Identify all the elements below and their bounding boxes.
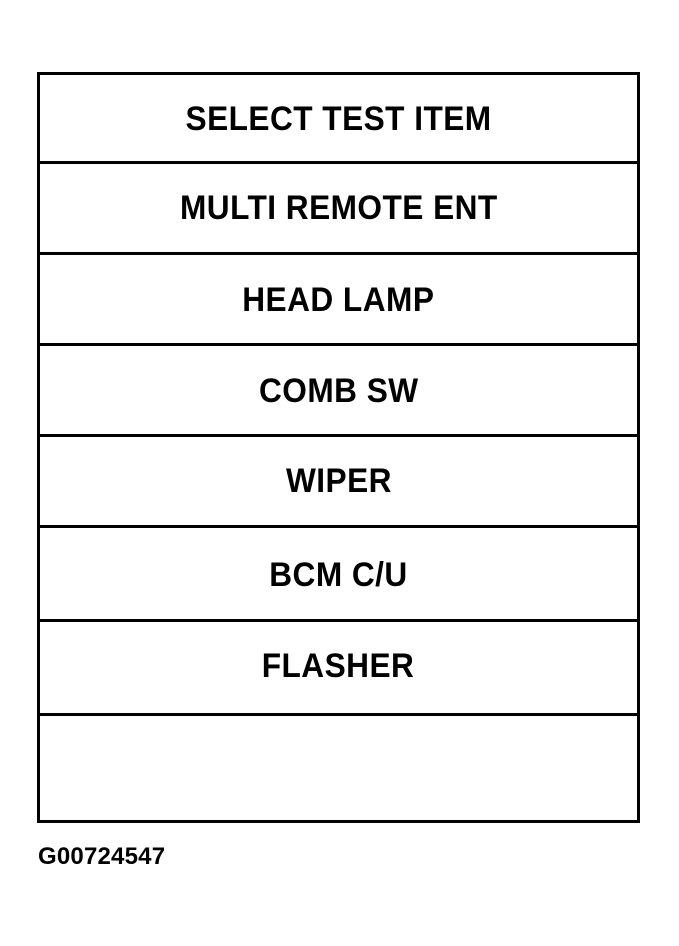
menu-item-comb-sw[interactable]: COMB SW [40, 346, 637, 437]
menu-header-label: SELECT TEST ITEM [185, 100, 492, 138]
menu-item-label: BCM C/U [269, 555, 408, 594]
menu-item-multi-remote-ent[interactable]: MULTI REMOTE ENT [40, 164, 637, 255]
menu-item-bcm-cu[interactable]: BCM C/U [40, 528, 637, 622]
menu-item-flasher[interactable]: FLASHER [40, 622, 637, 716]
menu-header-row: SELECT TEST ITEM [40, 75, 637, 164]
menu-item-label: HEAD LAMP [242, 281, 435, 319]
menu-item-label: MULTI REMOTE ENT [179, 189, 498, 227]
figure-id-caption: G00724547 [38, 843, 166, 870]
menu-item-label: WIPER [285, 462, 392, 500]
menu-item-label: FLASHER [262, 646, 415, 685]
menu-item-wiper[interactable]: WIPER [40, 437, 637, 528]
menu-item-blank[interactable] [40, 716, 637, 799]
menu-item-head-lamp[interactable]: HEAD LAMP [40, 255, 637, 346]
select-test-item-menu: SELECT TEST ITEM MULTI REMOTE ENT HEAD L… [37, 72, 640, 823]
menu-item-label: COMB SW [258, 372, 419, 410]
